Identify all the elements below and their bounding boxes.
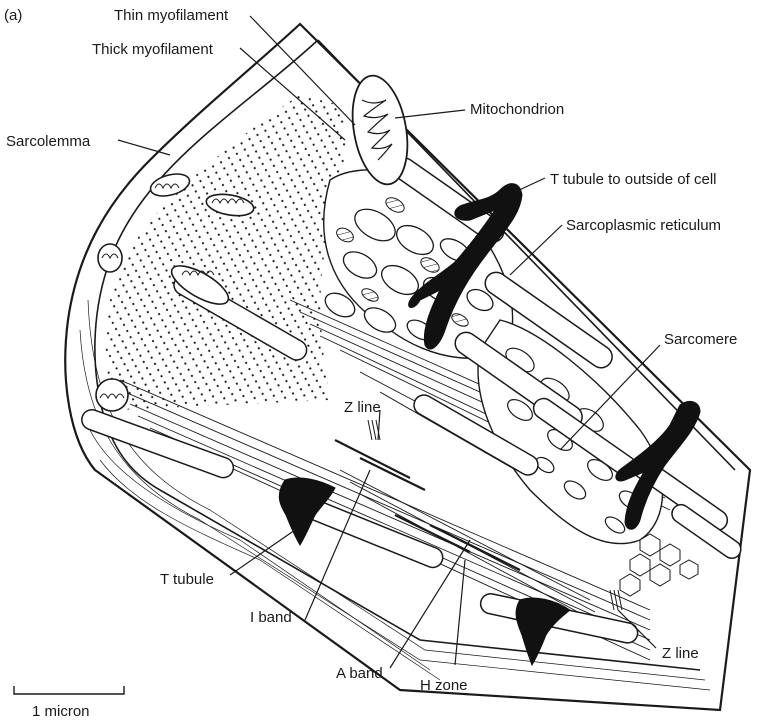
myofibril-cross-section xyxy=(106,95,346,410)
label-sarcoplasmic-reticulum: Sarcoplasmic reticulum xyxy=(566,217,721,234)
label-h-zone: H zone xyxy=(420,677,468,694)
label-i-band: I band xyxy=(250,609,292,626)
scale-bar: 1 micron xyxy=(14,686,124,720)
mitochondrion-small-3 xyxy=(98,244,122,272)
label-z-line-top: Z line xyxy=(344,399,381,416)
label-t-tubule-outside: T tubule to outside of cell xyxy=(550,171,717,188)
label-t-tubule: T tubule xyxy=(160,571,214,588)
scale-bar-label: 1 micron xyxy=(32,703,90,720)
label-sarcomere: Sarcomere xyxy=(664,331,737,348)
label-thin-myofilament: Thin myofilament xyxy=(114,7,229,24)
sarcoplasmic-reticulum xyxy=(321,170,512,358)
label-z-line-bottom: Z line xyxy=(662,645,699,662)
label-a-band: A band xyxy=(336,665,383,682)
label-thick-myofilament: Thick myofilament xyxy=(92,41,214,58)
mitochondrion-small-5 xyxy=(96,379,128,411)
label-sarcolemma: Sarcolemma xyxy=(6,133,91,150)
label-mitochondrion: Mitochondrion xyxy=(470,101,564,118)
panel-label: (a) xyxy=(4,7,22,24)
